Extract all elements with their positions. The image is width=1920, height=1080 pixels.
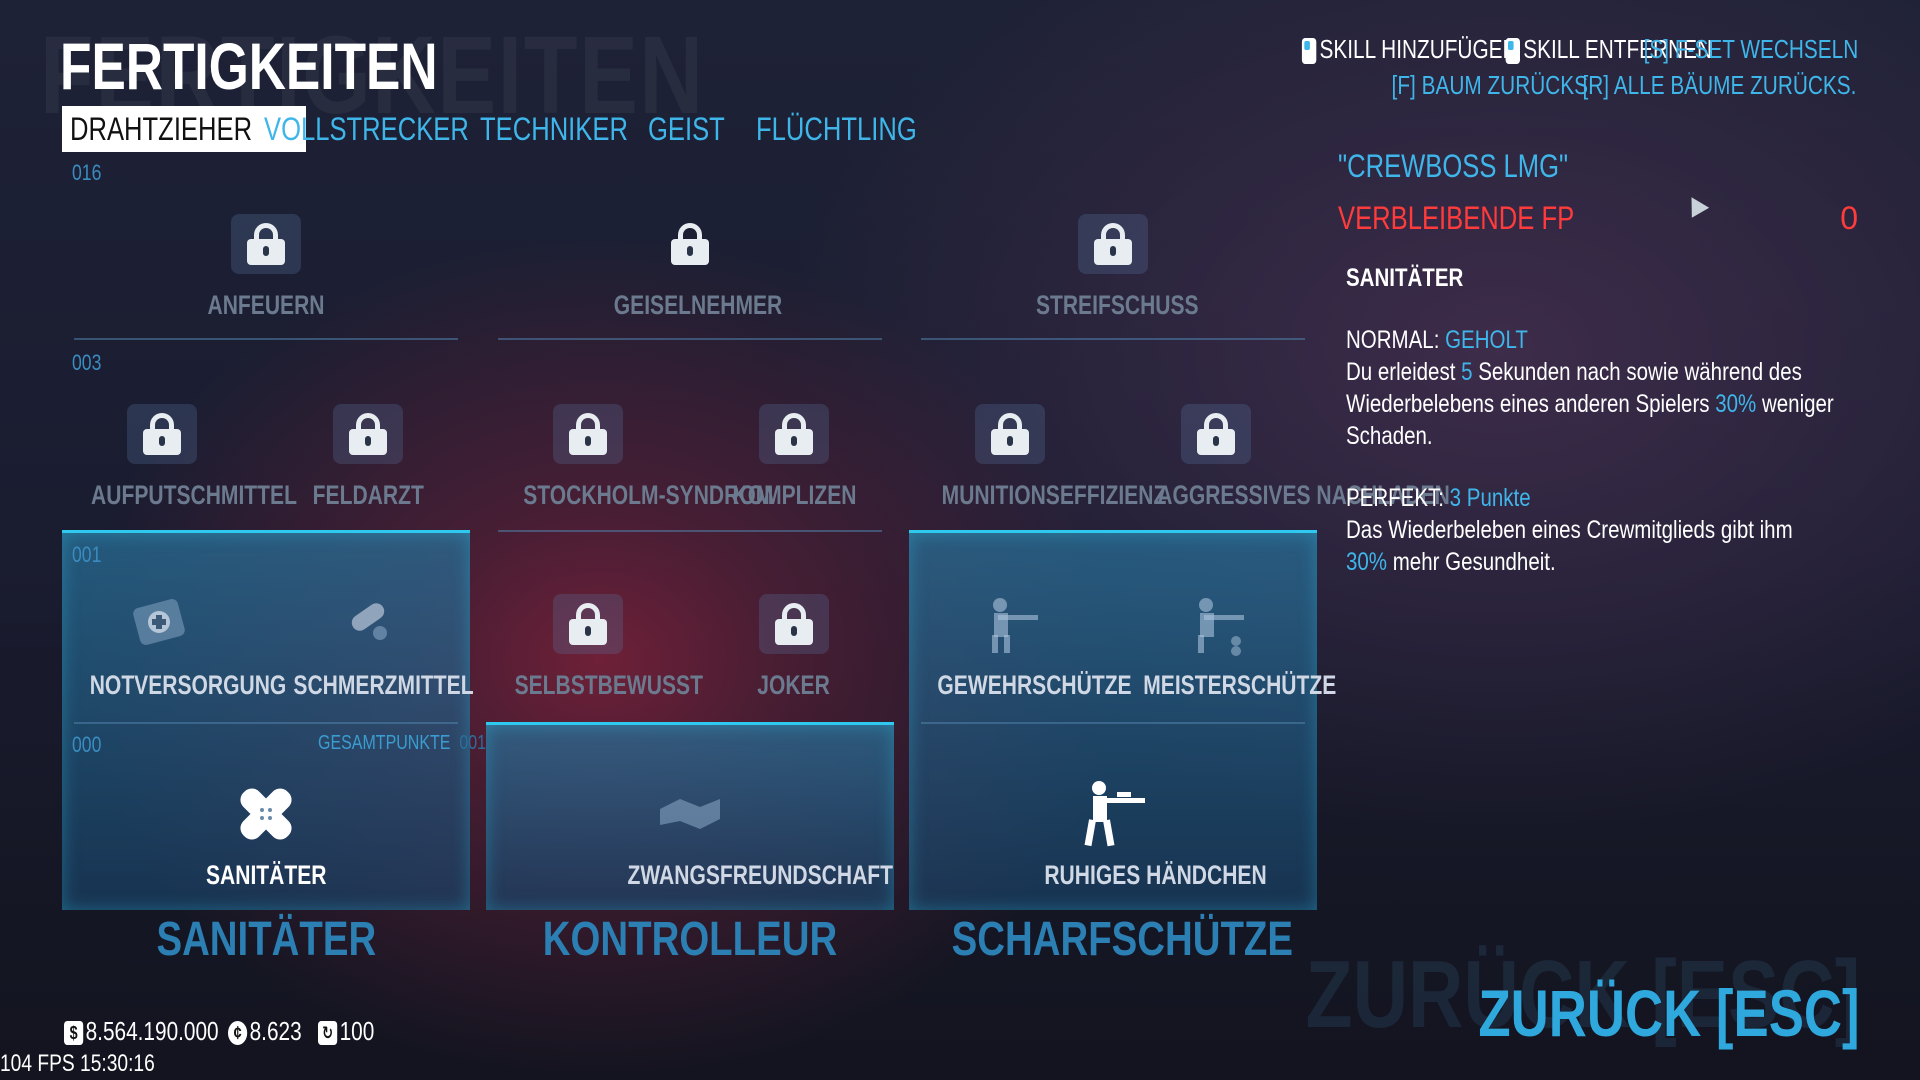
page-title: FERTIGKEITEN xyxy=(60,29,438,103)
tier-divider xyxy=(74,338,458,340)
skill-zwangsfreundschaft[interactable]: ZWANGSFREUNDSCHAFT xyxy=(590,752,893,902)
sanitaeter-tree-panel xyxy=(62,530,470,910)
money-stat: $8.564.190.000 xyxy=(64,1016,219,1047)
tier-3-cost: 003 xyxy=(72,350,102,375)
tab-techniker[interactable]: TECHNIKER xyxy=(480,111,628,147)
lock-icon xyxy=(1171,394,1261,474)
tab-fluechtling[interactable]: FLÜCHTLING xyxy=(756,111,917,147)
lock-icon xyxy=(645,204,735,284)
skill-gewehrschuetze[interactable]: GEWEHRSCHÜTZE xyxy=(910,562,1132,712)
lock-icon xyxy=(323,394,413,474)
tier-4-cost: 016 xyxy=(72,160,102,185)
skill-geiselnehmer[interactable]: GEISELNEHMER xyxy=(590,182,790,332)
lock-icon xyxy=(543,584,633,664)
lock-icon xyxy=(965,394,1055,474)
tier-divider xyxy=(921,338,1305,340)
lock-icon xyxy=(749,584,839,664)
level-stat: ↻100 xyxy=(318,1016,374,1047)
pills-icon xyxy=(323,584,413,664)
tier-1-cost: 000 xyxy=(72,732,102,757)
lock-icon xyxy=(117,394,207,474)
tier-2-cost: 001 xyxy=(72,542,102,567)
tier-divider xyxy=(921,722,1305,724)
skill-komplizen[interactable]: KOMPLIZEN xyxy=(694,372,894,522)
detail-perfekt-description: PERFEKT: 3 Punkte Das Wiederbeleben eine… xyxy=(1346,484,1793,576)
marksman-icon xyxy=(1171,584,1261,664)
lock-icon xyxy=(1068,204,1158,284)
lock-icon xyxy=(543,394,633,474)
tab-geist[interactable]: GEIST xyxy=(648,111,725,147)
hint-switch-set[interactable]: [S] F-SET WECHSELN xyxy=(1643,34,1858,64)
hint-reset-tree[interactable]: [F] BAUM ZURÜCKS. xyxy=(1391,70,1594,100)
skill-feldarzt[interactable]: FELDARZT xyxy=(268,372,468,522)
tier-divider xyxy=(498,338,882,340)
skill-aufputschmittel[interactable]: AUFPUTSCHMITTEL xyxy=(62,372,297,522)
coins-stat: ¢8.623 xyxy=(228,1016,302,1047)
bandage-icon xyxy=(221,774,311,854)
tier-divider xyxy=(74,722,458,724)
lock-icon xyxy=(749,394,839,474)
remaining-points-value: 0 xyxy=(1840,200,1858,236)
skill-schmerzmittel[interactable]: SCHMERZMITTEL xyxy=(268,562,474,712)
coin-icon: ¢ xyxy=(228,1021,248,1046)
skill-sanitaeter[interactable]: SANITÄTER xyxy=(166,752,366,902)
back-button[interactable]: ZURÜCK [ESC] xyxy=(1478,976,1860,1050)
back-button-shadow: ZURÜCK [ESC] xyxy=(1305,941,1860,1048)
skill-meisterschuetze[interactable]: MEISTERSCHÜTZE xyxy=(1116,562,1336,712)
skill-munitionseffizienz[interactable]: MUNITIONSEFFIZIENZ xyxy=(910,372,1166,522)
skill-notversorgung[interactable]: NOTVERSORGUNG xyxy=(62,562,286,712)
money-icon: $ xyxy=(64,1021,84,1046)
skill-anfeuern[interactable]: ANFEUERN xyxy=(166,182,366,332)
tab-vollstrecker[interactable]: VOLLSTRECKER xyxy=(264,111,469,147)
mouse-left-icon xyxy=(1302,38,1317,65)
tab-drahtzieher[interactable]: DRAHTZIEHER xyxy=(62,106,306,152)
detail-skill-name: SANITÄTER xyxy=(1346,264,1464,292)
fps-counter: 104 FPS 15:30:16 xyxy=(0,1050,155,1077)
hint-reset-all[interactable]: [R] ALLE BÄUME ZURÜCKS. xyxy=(1582,70,1856,100)
rifleman-icon xyxy=(965,584,1055,664)
total-points: GESAMTPUNKTE 001 xyxy=(318,732,487,754)
hint-remove-skill[interactable]: SKILL ENTFERNEN xyxy=(1505,34,1712,65)
handshake-icon xyxy=(645,774,735,854)
skill-aggressives-nachladen[interactable]: AGGRESSIVES NACHLADEN xyxy=(1116,372,1450,522)
skill-streifschuss[interactable]: STREIFSCHUSS xyxy=(1013,182,1213,332)
sniper-icon xyxy=(1068,774,1158,854)
scharfschuetze-tree-panel xyxy=(909,530,1317,910)
lock-icon xyxy=(221,204,311,284)
hint-add-skill[interactable]: SKILL HINZUFÜGEN xyxy=(1302,34,1518,65)
medkit-icon xyxy=(117,584,207,664)
skill-set-name: "CREWBOSS LMG" xyxy=(1338,148,1569,184)
tree-name-scharfschuetze: SCHARFSCHÜTZE xyxy=(951,913,1293,966)
level-icon: ↻ xyxy=(318,1021,338,1046)
skill-selbstbewusst[interactable]: SELBSTBEWUSST xyxy=(488,562,703,712)
tree-name-kontrolleur: KONTROLLEUR xyxy=(542,913,838,966)
skill-stockholm-syndrom[interactable]: STOCKHOLM-SYNDROM xyxy=(488,372,773,522)
mouse-right-icon xyxy=(1505,38,1521,65)
remaining-points-label: VERBLEIBENDE FP xyxy=(1338,200,1575,236)
skill-ruhiges-haendchen[interactable]: RUHIGES HÄNDCHEN xyxy=(1013,752,1267,902)
tier-divider xyxy=(498,530,882,532)
mouse-cursor-icon xyxy=(1682,192,1710,218)
detail-normal-description: NORMAL: GEHOLT Du erleidest 5 Sekunden n… xyxy=(1346,326,1834,450)
skill-joker[interactable]: JOKER xyxy=(694,562,894,712)
tree-name-sanitaeter: SANITÄTER xyxy=(156,913,376,966)
